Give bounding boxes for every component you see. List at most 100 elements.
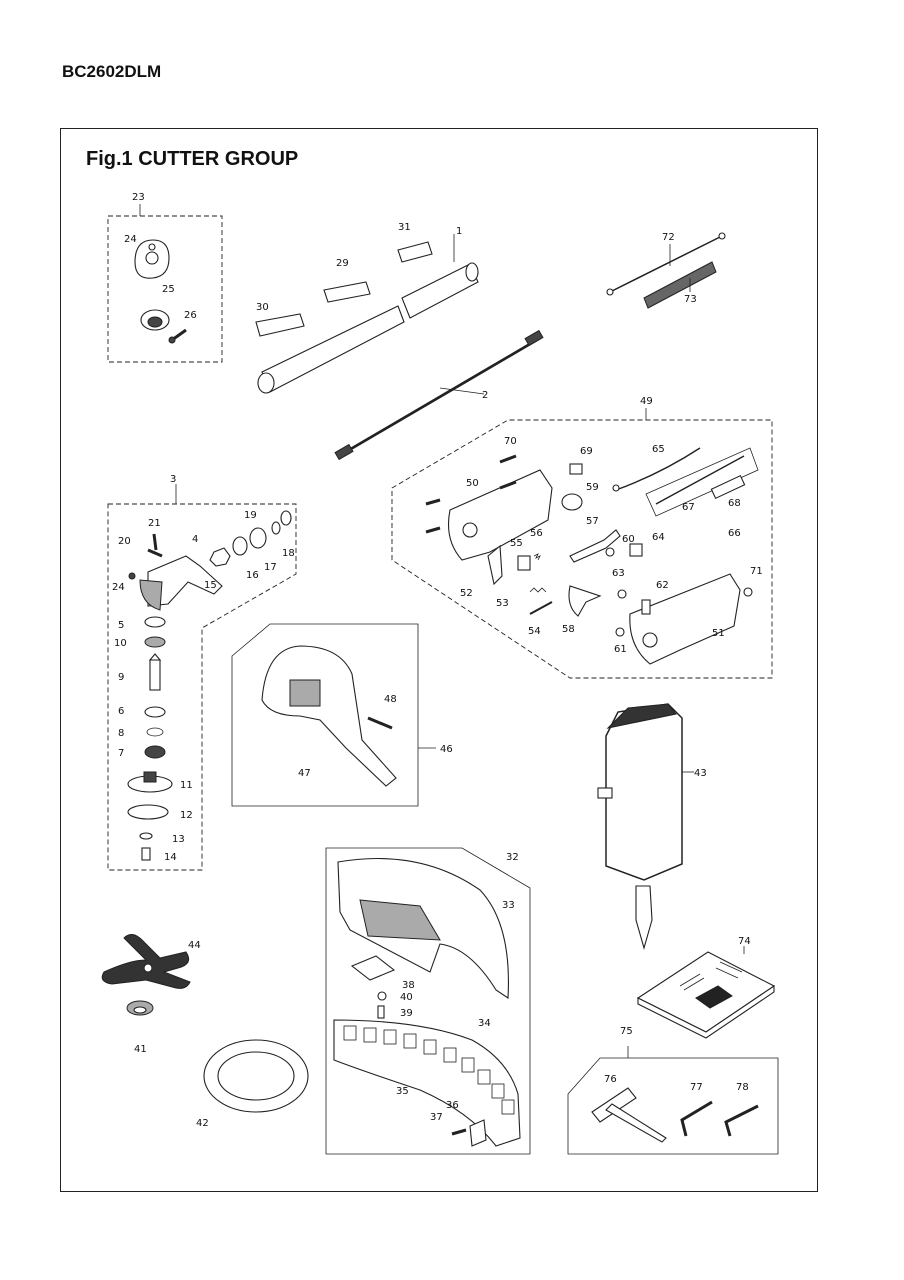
callout-51: 51 (712, 628, 725, 639)
part-53-spring (529, 587, 547, 593)
part-57-throttle-lever (569, 529, 621, 563)
callout-7: 7 (118, 748, 124, 759)
part-62-plate (641, 599, 651, 615)
part-4-gear-case (139, 555, 223, 611)
part-43-shoulder-harness (597, 703, 683, 951)
callout-9: 9 (118, 672, 124, 683)
part-18-ring (271, 521, 281, 535)
callout-2: 2 (482, 390, 488, 401)
callout-64: 64 (652, 532, 665, 543)
part-9-spindle (148, 653, 162, 691)
part-24-clamp (134, 239, 170, 279)
part-30-tube-sleeve (255, 313, 305, 337)
group-3-outline (107, 503, 297, 871)
callout-8: 8 (118, 728, 124, 739)
callout-78: 78 (736, 1082, 749, 1093)
part-55-spacer (517, 555, 531, 571)
callout-44: 44 (188, 940, 201, 951)
callout-63: 63 (612, 568, 625, 579)
part-7-bearing (144, 745, 166, 759)
callout-4: 4 (192, 534, 198, 545)
callout-3: 3 (170, 474, 176, 485)
callout-5: 5 (118, 620, 124, 631)
callout-38: 38 (402, 980, 415, 991)
callout-60: 60 (622, 534, 635, 545)
callout-29: 29 (336, 258, 349, 269)
part-5-bearing (144, 616, 166, 628)
callout-77: 77 (690, 1082, 703, 1093)
part-50-handle-half (447, 469, 553, 561)
callout-1: 1 (456, 226, 462, 237)
model-number: BC2602DLM (62, 62, 162, 81)
callout-53: 53 (496, 598, 509, 609)
callout-12: 12 (180, 810, 193, 821)
group-75-outline (567, 1057, 779, 1155)
part-67-rod (655, 455, 745, 505)
part-72-throttle-cable (606, 232, 726, 296)
part-41-nut (126, 1000, 154, 1016)
callout-26: 26 (184, 310, 197, 321)
callout-37: 37 (430, 1112, 443, 1123)
callout-48: 48 (384, 694, 397, 705)
part-63-screw (617, 589, 627, 599)
callout-23: 23 (132, 192, 145, 203)
callout-42: 42 (196, 1118, 209, 1129)
part-68-grip (710, 474, 746, 500)
part-33-guard (337, 857, 509, 999)
callout-55: 55 (510, 538, 523, 549)
callout-14: 14 (164, 852, 177, 863)
group-66-outline (645, 447, 759, 517)
callout-70: 70 (504, 436, 517, 447)
callout-24a: 24 (124, 234, 137, 245)
callout-50: 50 (466, 478, 479, 489)
part-77-hex-wrench (680, 1100, 713, 1137)
part-20-screw (147, 548, 163, 558)
callout-73: 73 (684, 294, 697, 305)
part-54-pin (529, 601, 553, 615)
part-31-tube-sleeve (397, 241, 433, 263)
part-44-blade (101, 934, 191, 989)
callout-52: 52 (460, 588, 473, 599)
part-76-plug-wrench (591, 1087, 667, 1143)
callout-13: 13 (172, 834, 185, 845)
figure-title: Fig.1 CUTTER GROUP (86, 148, 299, 170)
callout-61: 61 (614, 644, 627, 655)
part-70-screw (499, 454, 517, 490)
callout-67: 67 (682, 502, 695, 513)
group-46-outline (231, 623, 419, 807)
part-69-clip (569, 463, 583, 475)
callout-69: 69 (580, 446, 593, 457)
part-60-nut (605, 547, 615, 557)
callout-66: 66 (728, 528, 741, 539)
part-1-shaft-tube (257, 262, 479, 394)
callout-58: 58 (562, 624, 575, 635)
callout-76: 76 (604, 1074, 617, 1085)
callout-54: 54 (528, 626, 541, 637)
callout-62: 62 (656, 580, 669, 591)
callout-35: 35 (396, 1086, 409, 1097)
part-25-clamp (140, 309, 170, 331)
callout-43: 43 (694, 768, 707, 779)
callout-40: 40 (400, 992, 413, 1003)
part-64-switch (629, 543, 643, 557)
part-61-nut (615, 627, 625, 637)
part-8-ring (146, 727, 164, 737)
part-59-clamp (561, 493, 583, 511)
callout-46: 46 (440, 744, 453, 755)
callout-75: 75 (620, 1026, 633, 1037)
callout-59: 59 (586, 482, 599, 493)
part-34-guard-extension (333, 1019, 521, 1147)
callout-30: 30 (256, 302, 269, 313)
callout-21: 21 (148, 518, 161, 529)
callout-24b: 24 (112, 582, 125, 593)
part-12-washer (127, 804, 169, 820)
part-17-bearing (249, 527, 267, 549)
group-23-outline (107, 215, 223, 363)
part-42-cutter-ring (203, 1039, 309, 1113)
callout-57: 57 (586, 516, 599, 527)
callout-10: 10 (114, 638, 127, 649)
part-40-washer (377, 991, 387, 1001)
callout-19: 19 (244, 510, 257, 521)
callout-labels: 1 2 3 4 5 6 7 8 9 10 11 12 13 14 15 16 1… (112, 192, 763, 1129)
